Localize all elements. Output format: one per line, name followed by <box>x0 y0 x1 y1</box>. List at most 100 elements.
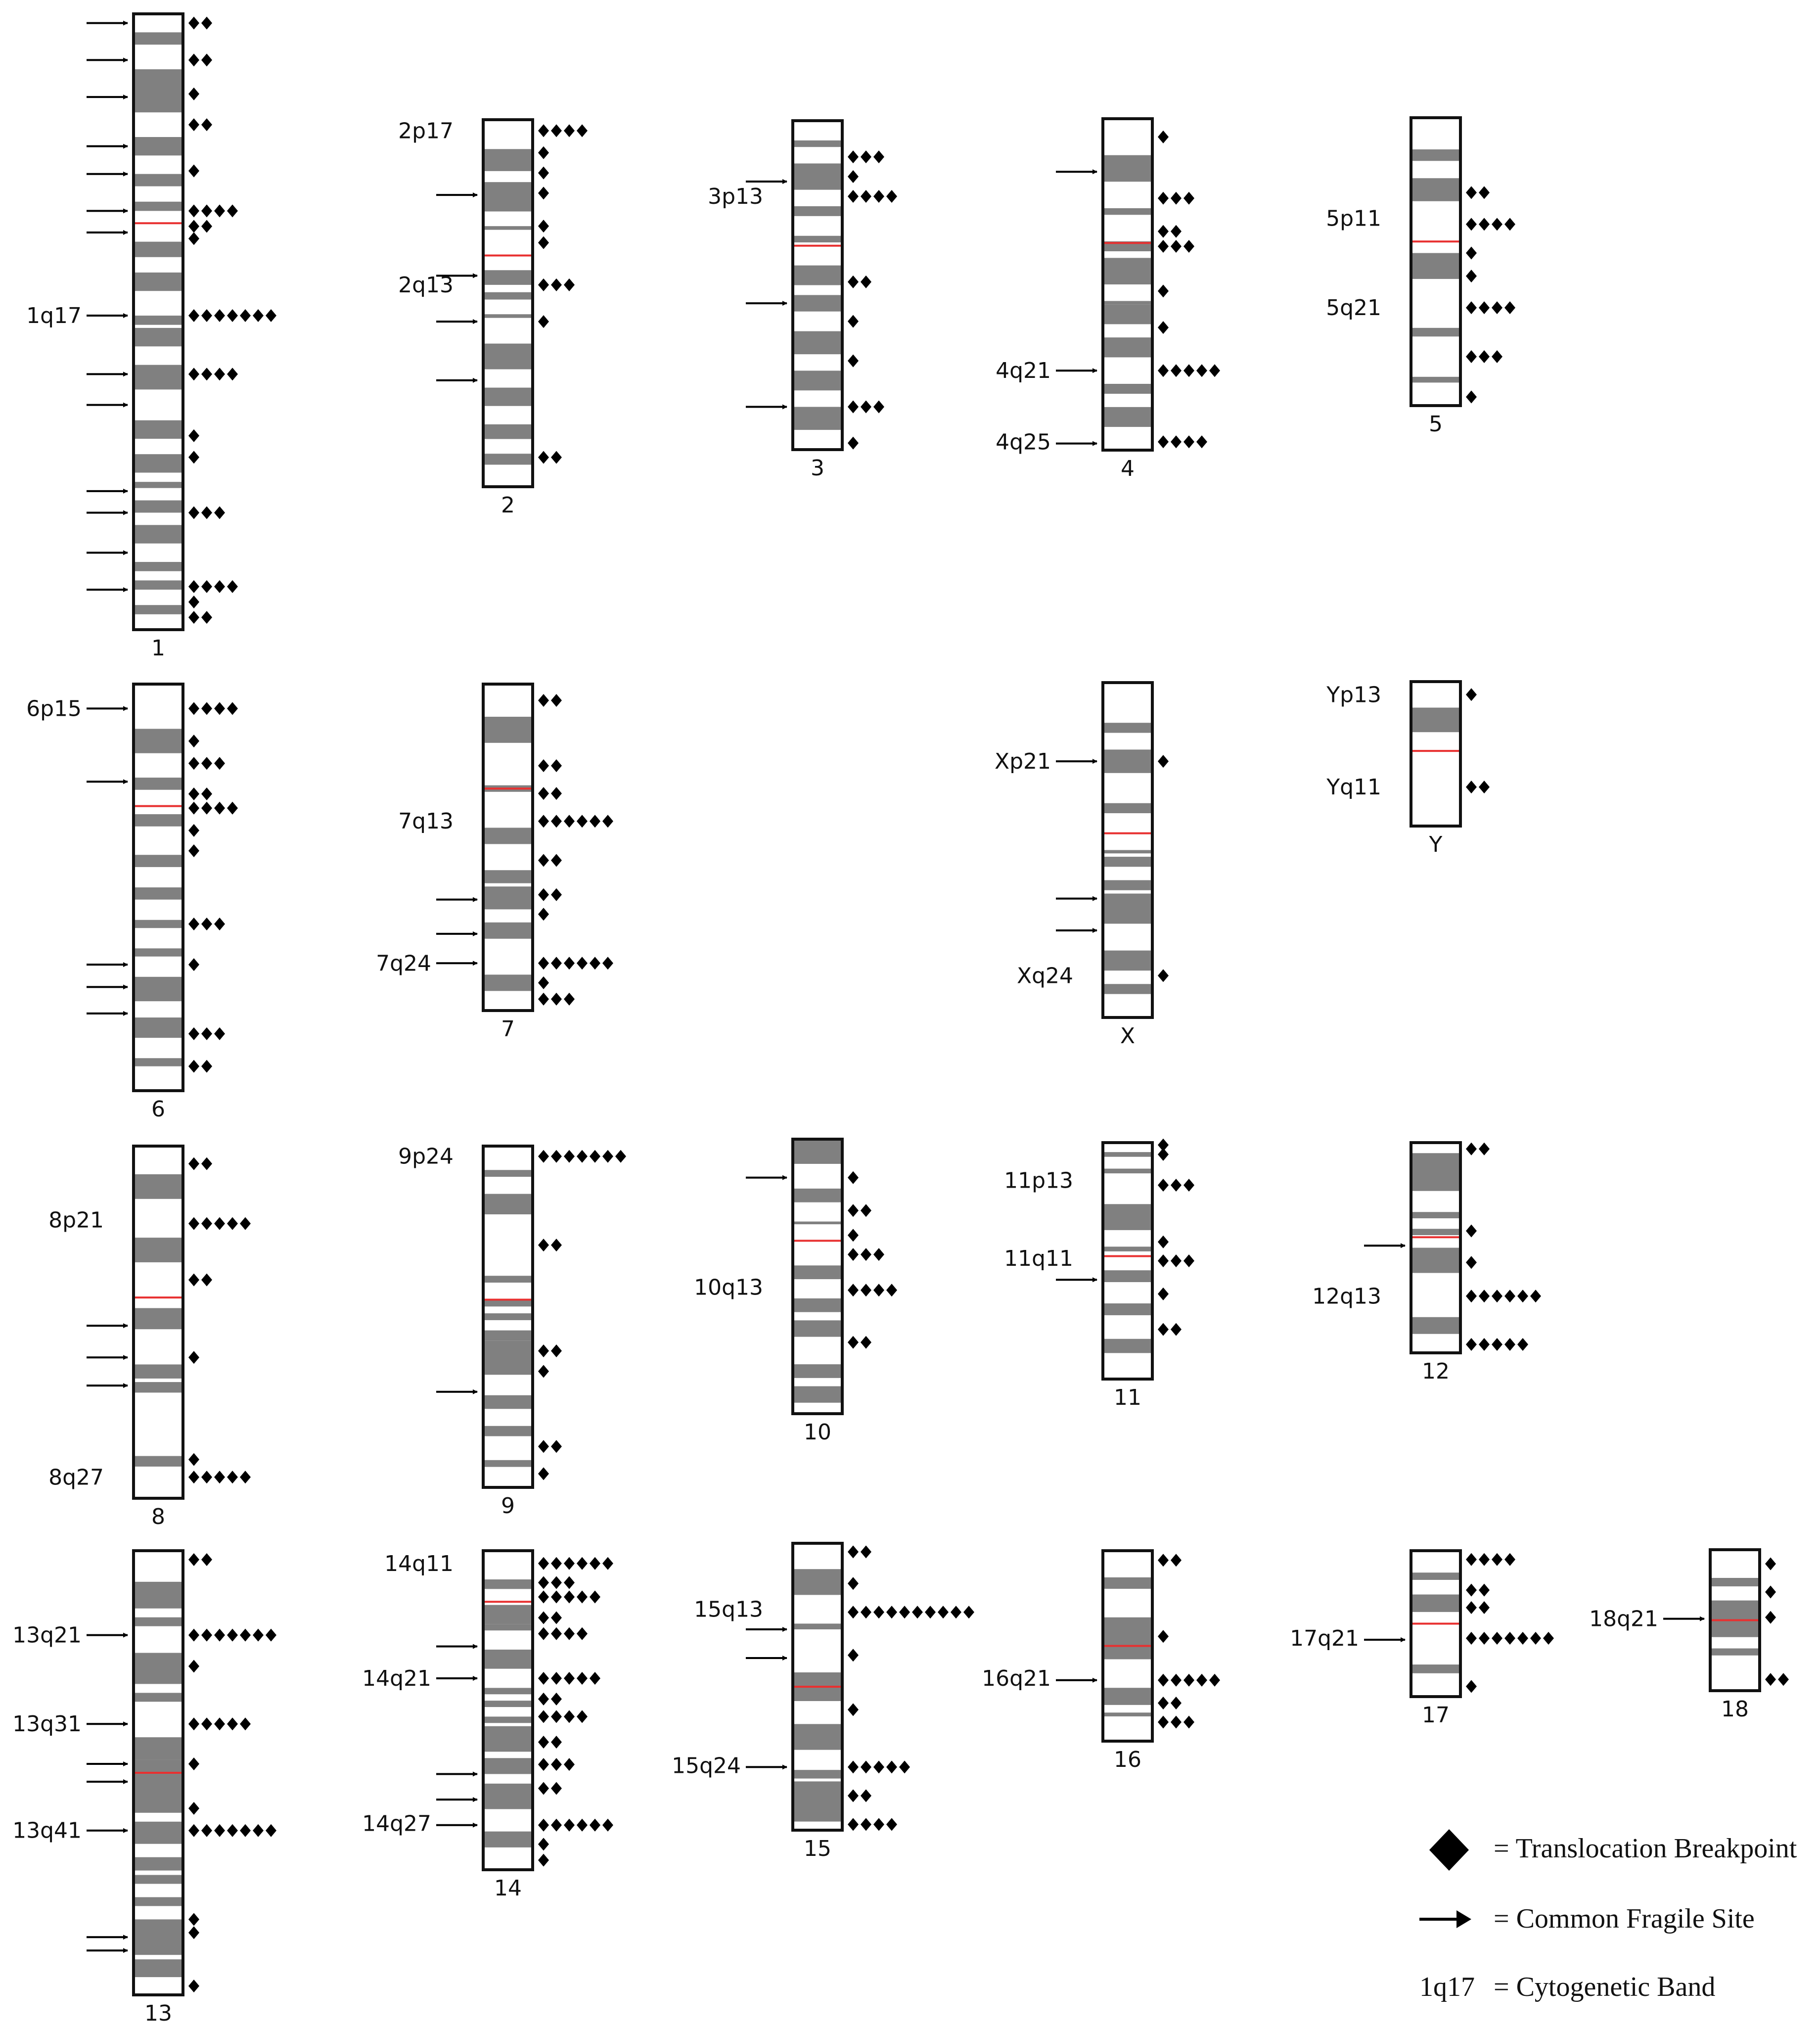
breakpoint-diamond-icon <box>201 801 212 815</box>
cytogenetic-band-label: 10q13 <box>694 1275 763 1300</box>
breakpoint-diamond-icon <box>590 1818 600 1832</box>
breakpoint-diamond-icon <box>201 1157 212 1170</box>
breakpoint-diamond-icon <box>188 1913 199 1926</box>
chromosome-number: 12 <box>1422 1359 1450 1384</box>
dark-band <box>134 562 183 571</box>
breakpoint-diamond-icon <box>227 702 238 715</box>
breakpoint-diamond-icon <box>240 1217 251 1230</box>
dark-band <box>483 974 533 991</box>
dark-band <box>483 1649 533 1669</box>
breakpoint-diamond-icon <box>1171 225 1182 238</box>
breakpoint-diamond-icon <box>1466 1290 1477 1303</box>
breakpoint-diamond-icon <box>227 1824 238 1837</box>
breakpoint-diamond-icon <box>1504 1553 1515 1566</box>
cytogenetic-band-label: 14q11 <box>384 1551 454 1576</box>
breakpoint-diamond-icon <box>886 1284 897 1297</box>
breakpoint-diamond-icon <box>201 118 212 132</box>
dark-band <box>1103 1270 1152 1283</box>
breakpoint-diamond-icon <box>1183 1673 1194 1687</box>
breakpoint-diamond-icon <box>1158 1697 1169 1709</box>
legend-band-example: 1q17 <box>1419 1972 1475 2002</box>
dark-band <box>1103 1577 1152 1589</box>
dark-band <box>134 1058 183 1066</box>
dark-band <box>1411 707 1460 733</box>
breakpoint-diamond-icon <box>266 1628 276 1642</box>
breakpoint-diamond-icon <box>873 1818 884 1831</box>
dark-band <box>793 163 842 190</box>
breakpoint-diamond-icon <box>240 1471 251 1484</box>
cytogenetic-band-label: 13q41 <box>12 1818 82 1844</box>
dark-band <box>1103 301 1152 305</box>
chromosome-number: 2 <box>501 493 515 518</box>
dark-band <box>134 500 183 513</box>
breakpoint-diamond-icon <box>201 917 212 930</box>
breakpoint-diamond-icon <box>551 1627 562 1640</box>
breakpoint-diamond-icon <box>188 1980 199 1993</box>
chromosome-body <box>1411 682 1460 826</box>
chromosome-number: X <box>1120 1023 1135 1049</box>
breakpoint-diamond-icon <box>1158 321 1169 334</box>
breakpoint-diamond-icon <box>590 1672 600 1685</box>
breakpoint-diamond-icon <box>188 204 199 218</box>
breakpoint-diamond-icon <box>538 451 549 464</box>
breakpoint-diamond-icon <box>925 1606 936 1619</box>
breakpoint-diamond-icon <box>1158 364 1169 377</box>
breakpoint-diamond-icon <box>188 1471 199 1484</box>
breakpoint-diamond-icon <box>551 1818 562 1832</box>
breakpoint-diamond-icon <box>214 580 225 593</box>
breakpoint-diamond-icon <box>538 1344 549 1357</box>
breakpoint-diamond-icon <box>214 1471 225 1484</box>
breakpoint-diamond-icon <box>188 757 199 770</box>
breakpoint-diamond-icon <box>1171 1554 1182 1567</box>
chromosome-number: 13 <box>144 2001 172 2026</box>
cytogenetic-band-label: 11p13 <box>1004 1168 1073 1193</box>
breakpoint-diamond-icon <box>538 1710 549 1723</box>
breakpoint-diamond-icon <box>861 1248 871 1261</box>
cytogenetic-band-label: 7q13 <box>398 809 454 834</box>
diamond-icon <box>1429 1829 1469 1871</box>
dark-band <box>483 1276 533 1283</box>
breakpoint-diamond-icon <box>861 1760 871 1774</box>
breakpoint-diamond-icon <box>1479 218 1490 231</box>
breakpoint-diamond-icon <box>577 1672 588 1685</box>
cytogenetic-band-label: Xq24 <box>1017 963 1073 988</box>
breakpoint-diamond-icon <box>1543 1632 1554 1645</box>
breakpoint-diamond-icon <box>551 759 562 772</box>
breakpoint-diamond-icon <box>253 1824 264 1837</box>
dark-band <box>134 1959 183 1978</box>
dark-band <box>134 605 183 614</box>
breakpoint-diamond-icon <box>873 1248 884 1261</box>
dark-band <box>134 1897 183 1906</box>
breakpoint-diamond-icon <box>201 1717 212 1731</box>
dark-band <box>1103 407 1152 417</box>
dark-band <box>1103 1617 1152 1660</box>
cytogenetic-band-label: 13q31 <box>12 1711 82 1737</box>
breakpoint-diamond-icon <box>201 702 212 715</box>
dark-band <box>793 295 842 312</box>
chromosome-number: 4 <box>1121 456 1135 481</box>
breakpoint-diamond-icon <box>551 854 562 867</box>
dark-band <box>1103 384 1152 394</box>
breakpoint-diamond-icon <box>551 888 562 901</box>
breakpoint-diamond-icon <box>1158 1673 1169 1687</box>
breakpoint-diamond-icon <box>538 1557 549 1570</box>
breakpoint-diamond-icon <box>551 1557 562 1570</box>
breakpoint-diamond-icon <box>188 1926 199 1939</box>
breakpoint-diamond-icon <box>214 204 225 218</box>
dark-band <box>483 1701 533 1708</box>
legend-breakpoint-text: = Translocation Breakpoint <box>1494 1833 1797 1864</box>
breakpoint-diamond-icon <box>1171 191 1182 205</box>
dark-band <box>134 1174 183 1199</box>
dark-band <box>793 1265 842 1280</box>
dark-band <box>483 149 533 171</box>
dark-band <box>793 1364 842 1378</box>
breakpoint-diamond-icon <box>188 595 199 608</box>
breakpoint-diamond-icon <box>590 957 600 970</box>
breakpoint-diamond-icon <box>538 976 549 989</box>
dark-band <box>134 1857 183 1871</box>
dark-band <box>793 1569 842 1595</box>
breakpoint-diamond-icon <box>564 1672 575 1685</box>
breakpoint-diamond-icon <box>214 702 225 715</box>
